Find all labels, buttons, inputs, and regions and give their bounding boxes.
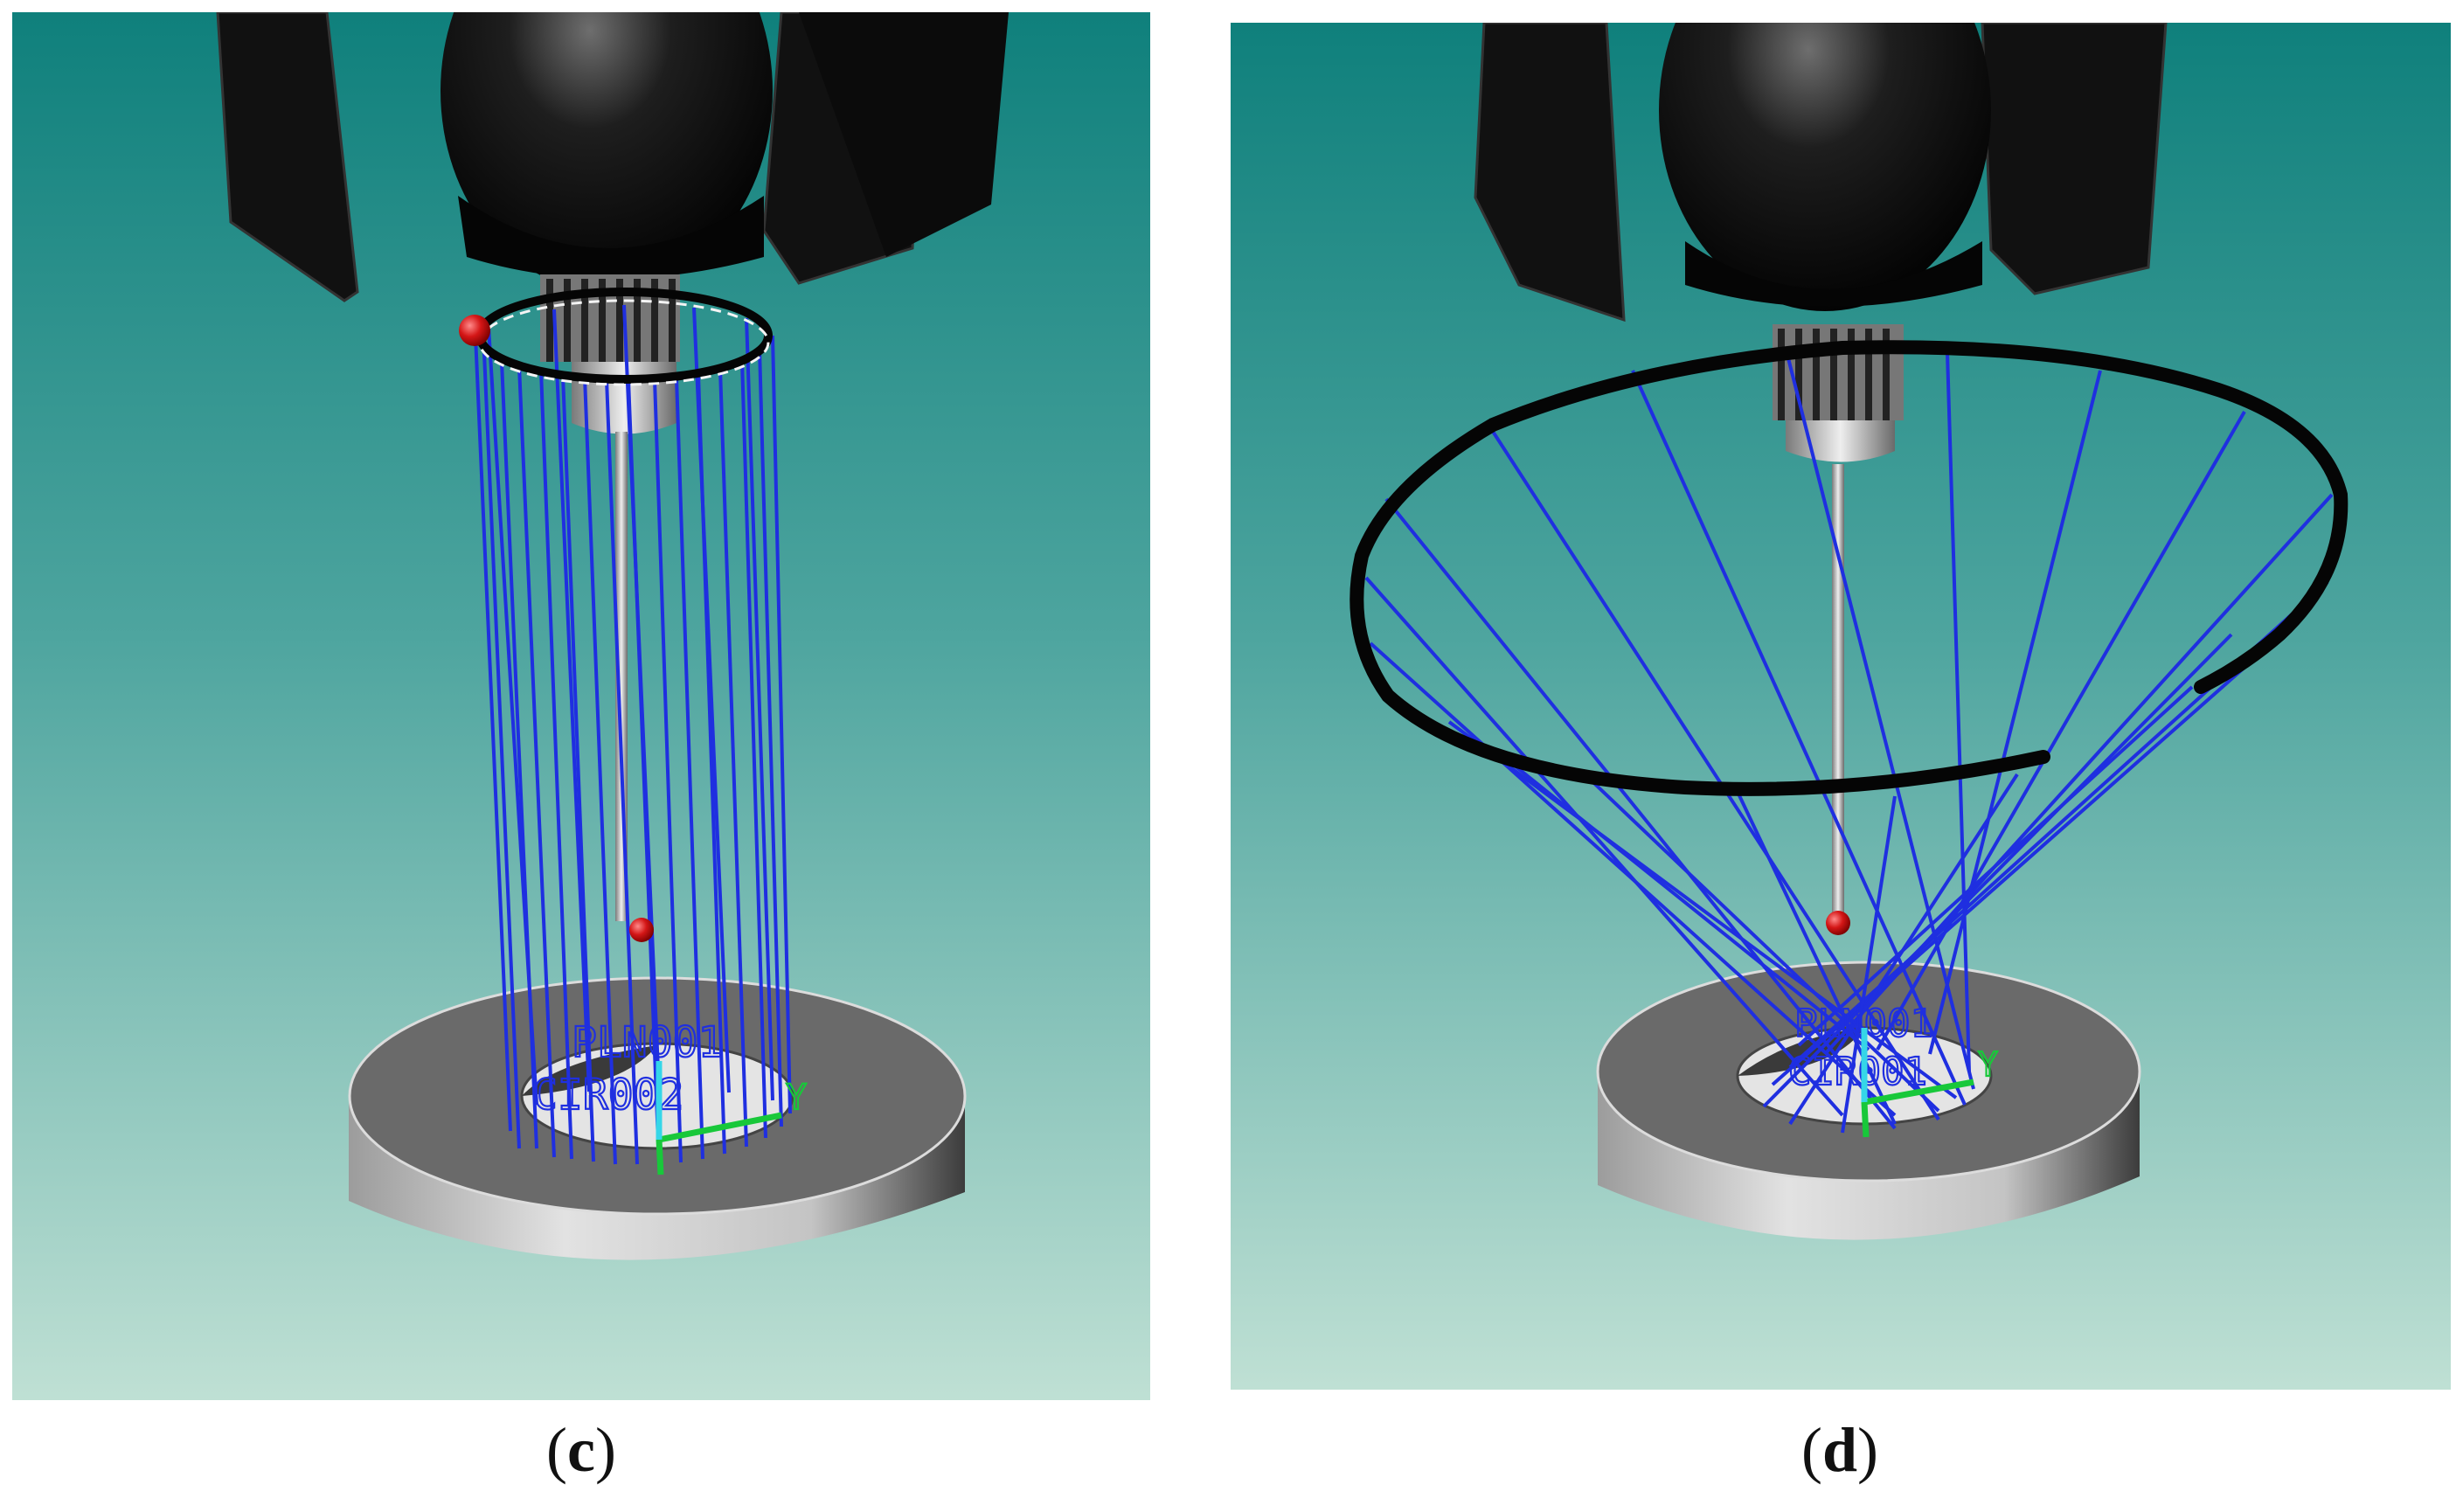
axis-label-y: Y xyxy=(786,1078,807,1118)
caption-letter: c xyxy=(567,1415,595,1485)
probe-sphere xyxy=(441,12,773,292)
caption-letter: d xyxy=(1821,1415,1858,1485)
panel-d-viewport: PLN001 CIR001 Y xyxy=(1231,23,2451,1390)
probe-path-lines xyxy=(474,304,792,1165)
panel-c-scene: PLN001 CIR002 Y xyxy=(12,12,1150,1400)
feature-label-plane: PLN001 xyxy=(572,1018,723,1067)
axis-label-y: Y xyxy=(1978,1045,1998,1084)
feature-label-circle: CIR001 xyxy=(1788,1050,1927,1094)
panel-d-caption: (d) xyxy=(1752,1414,1927,1487)
caption-close-paren: ) xyxy=(594,1415,616,1485)
panel-c-viewport: PLN001 CIR002 Y xyxy=(12,12,1150,1400)
stylus-tip xyxy=(1826,911,1850,935)
stylus-tip-start xyxy=(459,315,490,346)
coordinate-axes: Y xyxy=(1861,1028,1999,1138)
probe-head xyxy=(216,12,1009,302)
scan-trajectory-spiral xyxy=(1349,340,2349,796)
caption-open-paren: ( xyxy=(546,1415,568,1485)
probe-sphere xyxy=(1659,23,1991,311)
coordinate-axes: Y xyxy=(656,1061,808,1176)
panel-d-scene: PLN001 CIR001 Y xyxy=(1231,23,2451,1390)
stylus-stem xyxy=(1832,464,1844,927)
probe-head xyxy=(1474,23,2168,323)
panel-c-caption: (c) xyxy=(494,1414,669,1487)
stylus-tip xyxy=(629,918,654,942)
caption-open-paren: ( xyxy=(1800,1415,1822,1485)
caption-close-paren: ) xyxy=(1857,1415,1878,1485)
